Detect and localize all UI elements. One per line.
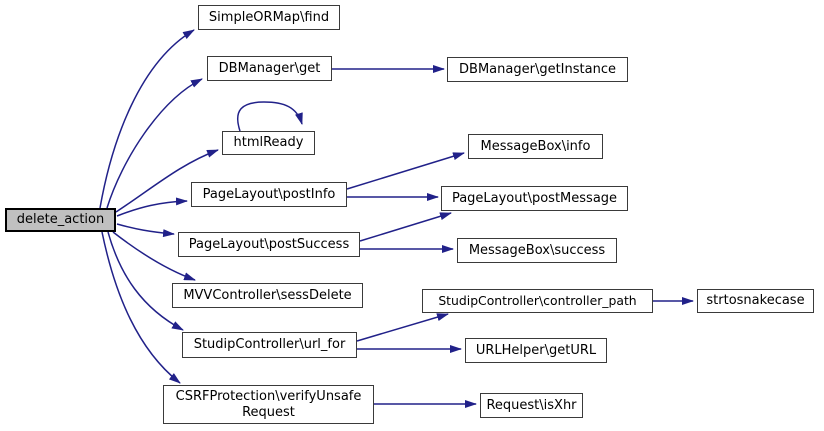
node-studipcontroller-url_for[interactable]: StudipController\url_for xyxy=(182,332,357,358)
edge-htmlready-self-loop xyxy=(236,101,303,132)
edge-delete_action-to-pagelayout-postsuccess xyxy=(116,223,175,238)
edge-pagelayout-postinfo-to-messagebox-info xyxy=(346,152,465,190)
node-dbmanager-getinstance[interactable]: DBManager\getInstance xyxy=(447,57,628,82)
node-delete_action: delete_action xyxy=(5,208,116,232)
edge-delete_action-to-mvvcontroller-sessdelete xyxy=(112,231,196,281)
node-request-isxhr[interactable]: Request\isXhr xyxy=(480,393,583,418)
edge-delete_action-to-studipcontroller-url_for xyxy=(107,231,184,331)
node-pagelayout-postsuccess[interactable]: PageLayout\postSuccess xyxy=(178,232,360,257)
node-dbmanager-get[interactable]: DBManager\get xyxy=(207,56,332,81)
node-htmlready[interactable]: htmlReady xyxy=(222,131,315,155)
node-urlhelper-geturl[interactable]: URLHelper\getURL xyxy=(465,338,607,363)
edge-pagelayout-postsuccess-to-pagelayout-postmessage xyxy=(359,212,452,242)
node-csrfprotection-verifyunsaferequest[interactable]: CSRFProtection\verifyUnsafe Request xyxy=(163,385,374,424)
edge-delete_action-to-simpleormap-find xyxy=(99,29,195,209)
node-strtosnakecase[interactable]: strtosnakecase xyxy=(697,289,814,313)
node-pagelayout-postmessage[interactable]: PageLayout\postMessage xyxy=(441,186,628,211)
node-messagebox-info[interactable]: MessageBox\info xyxy=(468,134,603,159)
node-studipcontroller-controller_path[interactable]: StudipController\controller_path xyxy=(422,289,653,313)
edge-delete_action-to-csrfprotection-verifyunsaferequest xyxy=(101,231,181,384)
node-messagebox-success[interactable]: MessageBox\success xyxy=(457,238,617,263)
edge-delete_action-to-pagelayout-postinfo xyxy=(116,197,188,217)
node-mvvcontroller-sessdelete[interactable]: MVVController\sessDelete xyxy=(172,283,363,308)
node-simpleormap-find[interactable]: SimpleORMap\find xyxy=(198,5,340,30)
edge-delete_action-to-htmlready xyxy=(115,149,219,213)
edge-studipcontroller-url_for-to-controller_path xyxy=(356,313,449,342)
node-pagelayout-postinfo[interactable]: PageLayout\postInfo xyxy=(191,182,347,207)
edge-delete_action-to-dbmanager-get xyxy=(106,78,203,209)
